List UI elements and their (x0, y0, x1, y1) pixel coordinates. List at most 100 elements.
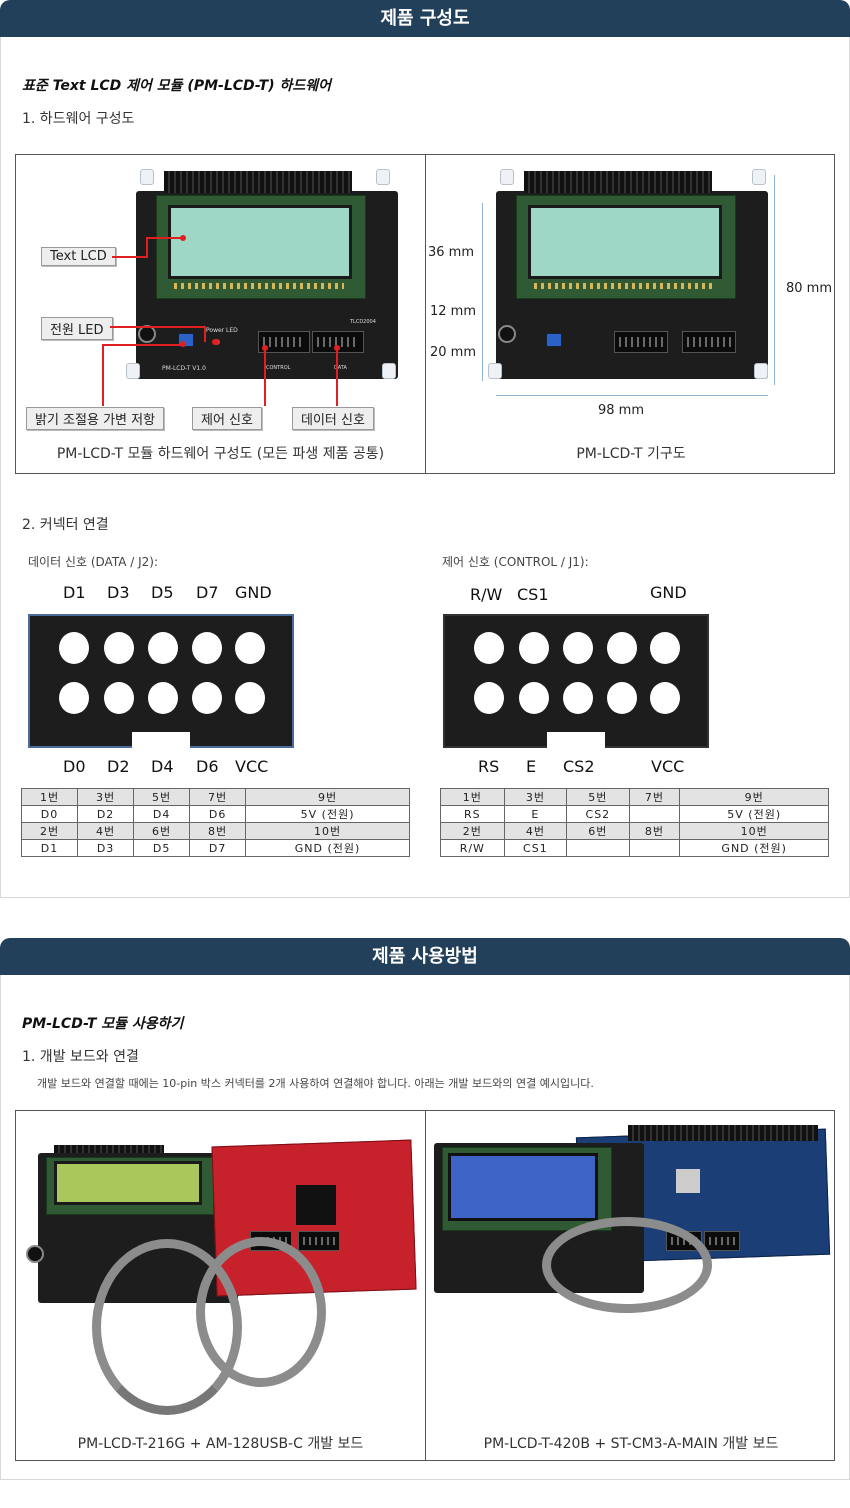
dim-36mm: 36 mm (428, 245, 475, 260)
pin-label-rs: RS (478, 757, 500, 776)
table-cell: R/W (440, 839, 505, 857)
table-cell: 5V (전원) (679, 805, 829, 823)
caption-hardware-diagram: PM-LCD-T 모듈 하드웨어 구성도 (모든 파생 제품 공통) (56, 446, 385, 462)
table-cell: D1 (20, 839, 79, 857)
table-cell: 3번 (503, 788, 568, 806)
tag-data: 데이터 신호 (292, 407, 374, 430)
table-cell: 1번 (440, 788, 505, 806)
tag-text-lcd: Text LCD (41, 247, 116, 266)
caption-mechanical-diagram: PM-LCD-T 기구도 (576, 446, 686, 462)
usage-description: 개발 보드와 연결할 때에는 10-pin 박스 커넥터를 2개 사용하여 연결… (37, 1077, 594, 1090)
table-cell: 4번 (77, 822, 135, 840)
board-power-led-text: Power LED (206, 327, 238, 334)
table-row: 1번 3번 5번 7번 9번 (440, 788, 829, 806)
pin-label-cs2: CS2 (563, 757, 595, 776)
pin-label-d5: D5 (151, 583, 174, 602)
photo-stcm3 (428, 1113, 834, 1423)
table-cell: 9번 (679, 788, 829, 806)
table-row: 2번 4번 6번 8번 10번 (20, 822, 410, 840)
pin-label-d2: D2 (107, 757, 130, 776)
data-connector-diagram (28, 614, 294, 748)
board-data-text: DATA (334, 365, 347, 371)
item-hardware-diagram: 1. 하드웨어 구성도 (22, 111, 135, 127)
table-cell: 9번 (245, 788, 410, 806)
table-cell: 7번 (189, 788, 247, 806)
table-cell: 6번 (133, 822, 191, 840)
pin-label-d3: D3 (107, 583, 130, 602)
hardware-figure-box: Power LED PM-LCD-T V1.0 CONTROL DATA TLC… (15, 154, 835, 474)
pin-label-ctrl-gnd: GND (650, 583, 687, 602)
table-cell: GND (전원) (245, 839, 410, 857)
control-connector-diagram (443, 614, 709, 748)
table-row: D1 D3 D5 D7 GND (전원) (20, 839, 410, 857)
table-cell: 7번 (628, 788, 681, 806)
pin-label-e: E (526, 757, 537, 776)
control-pin-table: 1번 3번 5번 7번 9번 RS E CS2 5V (전원) 2번 4번 6번… (440, 788, 829, 857)
caption-photo-left: PM-LCD-T-216G + AM-128USB-C 개발 보드 (77, 1436, 364, 1452)
tag-brightness: 밝기 조절용 가변 저항 (26, 407, 165, 430)
data-pin-table: 1번 3번 5번 7번 9번 D0 D2 D4 D6 5V (전원) 2번 4번… (20, 788, 410, 857)
board-control-text: CONTROL (266, 365, 291, 371)
board-model-text: PM-LCD-T V1.0 (162, 365, 206, 372)
section-header-composition: 제품 구성도 (0, 0, 850, 37)
dim-98mm: 98 mm (598, 403, 645, 418)
dim-20mm: 20 mm (430, 345, 477, 360)
control-connector-title: 제어 신호 (CONTROL / J1): (442, 555, 589, 569)
table-cell: GND (전원) (679, 839, 829, 857)
table-row: R/W CS1 GND (전원) (440, 839, 829, 857)
table-cell: CS1 (503, 839, 568, 857)
pin-label-d1: D1 (63, 583, 86, 602)
caption-photo-right: PM-LCD-T-420B + ST-CM3-A-MAIN 개발 보드 (483, 1436, 779, 1452)
table-cell (566, 839, 630, 857)
table-cell: 5번 (133, 788, 191, 806)
table-cell: D2 (77, 805, 135, 823)
table-cell: 10번 (245, 822, 410, 840)
table-row: 1번 3번 5번 7번 9번 (20, 788, 410, 806)
table-cell: 5V (전원) (245, 805, 410, 823)
pin-label-gnd: GND (235, 583, 272, 602)
table-cell: D5 (133, 839, 191, 857)
table-cell: RS (440, 805, 505, 823)
table-cell: 5번 (566, 788, 630, 806)
data-connector-title: 데이터 신호 (DATA / J2): (28, 555, 158, 569)
pin-label-rw: R/W (470, 585, 503, 604)
table-cell: E (503, 805, 568, 823)
table-cell: 3번 (77, 788, 135, 806)
table-cell: 4번 (503, 822, 568, 840)
table-cell: D4 (133, 805, 191, 823)
usage-subtitle: PM-LCD-T 모듈 사용하기 (22, 1016, 184, 1032)
table-row: 2번 4번 6번 8번 10번 (440, 822, 829, 840)
pin-label-d4: D4 (151, 757, 174, 776)
table-cell: D3 (77, 839, 135, 857)
table-row: D0 D2 D4 D6 5V (전원) (20, 805, 410, 823)
table-cell (628, 839, 681, 857)
table-cell (628, 805, 681, 823)
table-cell: 8번 (628, 822, 681, 840)
table-cell: 6번 (566, 822, 630, 840)
pin-label-ctrl-vcc: VCC (651, 757, 685, 776)
table-cell: D7 (189, 839, 247, 857)
pin-label-vcc: VCC (235, 757, 269, 776)
section-header-usage: 제품 사용방법 (0, 938, 850, 975)
item-dev-board-connection: 1. 개발 보드와 연결 (22, 1049, 139, 1065)
table-cell: 2번 (440, 822, 505, 840)
tag-power-led: 전원 LED (41, 317, 113, 340)
table-cell: D6 (189, 805, 247, 823)
table-cell: 10번 (679, 822, 829, 840)
photo-am128usb (18, 1113, 423, 1423)
pin-label-d6: D6 (196, 757, 219, 776)
table-cell: 1번 (20, 788, 79, 806)
table-cell: D0 (20, 805, 79, 823)
item-connector: 2. 커넥터 연결 (22, 517, 109, 533)
board-code-text: TLCD2004 (350, 319, 376, 325)
dim-80mm: 80 mm (786, 281, 833, 296)
table-cell: CS2 (566, 805, 630, 823)
table-row: RS E CS2 5V (전원) (440, 805, 829, 823)
pin-label-cs1: CS1 (517, 585, 549, 604)
pin-label-d0: D0 (63, 757, 86, 776)
hardware-subtitle: 표준 Text LCD 제어 모듈 (PM-LCD-T) 하드웨어 (22, 78, 332, 94)
table-cell: 8번 (189, 822, 247, 840)
tag-control: 제어 신호 (192, 407, 262, 430)
pin-label-d7: D7 (196, 583, 219, 602)
dim-12mm: 12 mm (430, 304, 477, 319)
